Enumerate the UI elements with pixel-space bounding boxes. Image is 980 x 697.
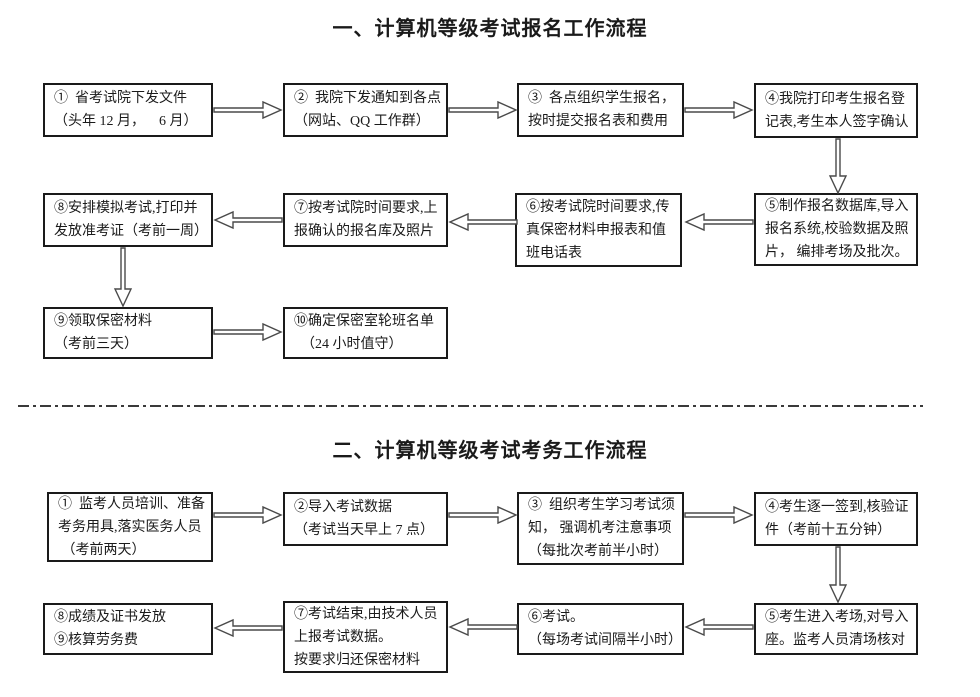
arrow-left-icon-s2-5-6	[684, 617, 754, 637]
flow-box-s1-6-text: ⑥按考试院时间要求,传 真保密材料申报表和值 班电话表	[526, 199, 670, 261]
flow-box-s1-6: ⑥按考试院时间要求,传 真保密材料申报表和值 班电话表	[515, 193, 682, 267]
flow-box-s2-2: ②导入考试数据 （考试当天早上 7 点）	[283, 492, 448, 546]
flow-box-s1-7-text: ⑦按考试院时间要求,上 报确认的报名库及照片	[294, 201, 438, 239]
flow-box-s1-3-text: ③ 各点组织学生报名， 按时提交报名表和费用	[528, 91, 675, 129]
arrow-down-icon-s2-4-5	[828, 546, 848, 603]
arrow-right-icon-s2-2-3	[448, 505, 518, 525]
arrow-right-icon-s1-9-10	[213, 322, 283, 342]
arrow-left-icon-s1-6-7	[448, 212, 518, 232]
flow-box-s1-2: ② 我院下发通知到各点 （网站、QQ 工作群）	[283, 83, 448, 137]
flow-box-s1-3: ③ 各点组织学生报名， 按时提交报名表和费用	[517, 83, 684, 137]
arrow-right-icon-s1-1-2	[213, 100, 283, 120]
flow-box-s1-9: ⑨领取保密材料 （考前三天）	[43, 307, 213, 359]
flow-box-s1-9-text: ⑨领取保密材料 （考前三天）	[54, 314, 152, 352]
flow-box-s2-3-text: ③ 组织考生学习考试须 知， 强调机考注意事项 （每批次考前半小时）	[528, 498, 675, 559]
arrow-right-icon-s2-1-2	[213, 505, 283, 525]
flow-box-s1-8-text: ⑧安排模拟考试,打印并 发放准考证（考前一周）	[54, 201, 208, 239]
section-divider	[18, 405, 923, 407]
flow-box-s2-1: ① 监考人员培训、准备 考务用具,落实医务人员 （考前两天）	[47, 492, 213, 562]
arrow-left-icon-s2-7-8	[213, 618, 283, 638]
flow-box-s2-8: ⑧成绩及证书发放 ⑨核算劳务费	[43, 603, 213, 655]
flow-box-s1-10-text: ⑩确定保密室轮班名单 （24 小时值守）	[294, 314, 434, 352]
arrow-left-icon-s2-6-7	[448, 617, 518, 637]
flow-box-s2-2-text: ②导入考试数据 （考试当天早上 7 点）	[294, 500, 434, 538]
flow-box-s2-3: ③ 组织考生学习考试须 知， 强调机考注意事项 （每批次考前半小时）	[517, 492, 684, 565]
flow-box-s2-7: ⑦考试结束,由技术人员 上报考试数据。 按要求归还保密材料	[283, 601, 448, 673]
section-2-title: 二、计算机等级考试考务工作流程	[332, 440, 648, 462]
flow-box-s2-4-text: ④考生逐一签到,核验证 件（考前十五分钟）	[765, 500, 909, 538]
flow-box-s2-7-text: ⑦考试结束,由技术人员 上报考试数据。 按要求归还保密材料	[294, 606, 438, 668]
arrow-down-icon-s1-4-5	[828, 138, 848, 194]
arrow-right-icon-s2-3-4	[684, 505, 754, 525]
arrow-right-icon-s1-2-3	[448, 100, 518, 120]
flow-box-s1-5-text: ⑤制作报名数据库,导入 报名系统,校验数据及照 片， 编排考场及批次。	[765, 199, 909, 260]
flow-box-s1-2-text: ② 我院下发通知到各点 （网站、QQ 工作群）	[294, 91, 441, 129]
flow-box-s1-1-text: ① 省考试院下发文件 （头年 12 月， 6 月）	[54, 91, 198, 129]
flow-box-s1-5: ⑤制作报名数据库,导入 报名系统,校验数据及照 片， 编排考场及批次。	[754, 193, 918, 266]
flow-box-s2-8-text: ⑧成绩及证书发放 ⑨核算劳务费	[54, 610, 166, 648]
flow-box-s1-10: ⑩确定保密室轮班名单 （24 小时值守）	[283, 307, 448, 359]
flow-box-s2-6: ⑥考试。 （每场考试间隔半小时）	[517, 603, 684, 655]
arrow-left-icon-s1-5-6	[684, 212, 754, 232]
arrow-right-icon-s1-3-4	[684, 100, 754, 120]
flow-box-s1-8: ⑧安排模拟考试,打印并 发放准考证（考前一周）	[43, 193, 213, 247]
section-1-title: 一、计算机等级考试报名工作流程	[332, 18, 648, 40]
flow-box-s2-4: ④考生逐一签到,核验证 件（考前十五分钟）	[754, 492, 918, 546]
flow-box-s1-7: ⑦按考试院时间要求,上 报确认的报名库及照片	[283, 193, 448, 247]
flow-box-s1-4: ④我院打印考生报名登 记表,考生本人签字确认	[754, 83, 918, 138]
arrow-down-icon-s1-8-9	[113, 247, 133, 307]
flow-box-s2-6-text: ⑥考试。 （每场考试间隔半小时）	[528, 610, 682, 648]
flow-box-s2-5-text: ⑤考生进入考场,对号入 座。监考人员清场核对	[765, 610, 909, 648]
flow-box-s1-4-text: ④我院打印考生报名登 记表,考生本人签字确认	[765, 91, 909, 130]
arrow-left-icon-s1-7-8	[213, 210, 283, 230]
flow-box-s2-5: ⑤考生进入考场,对号入 座。监考人员清场核对	[754, 603, 918, 655]
flow-box-s2-1-text: ① 监考人员培训、准备 考务用具,落实医务人员 （考前两天）	[58, 496, 205, 558]
flow-box-s1-1: ① 省考试院下发文件 （头年 12 月， 6 月）	[43, 83, 213, 137]
